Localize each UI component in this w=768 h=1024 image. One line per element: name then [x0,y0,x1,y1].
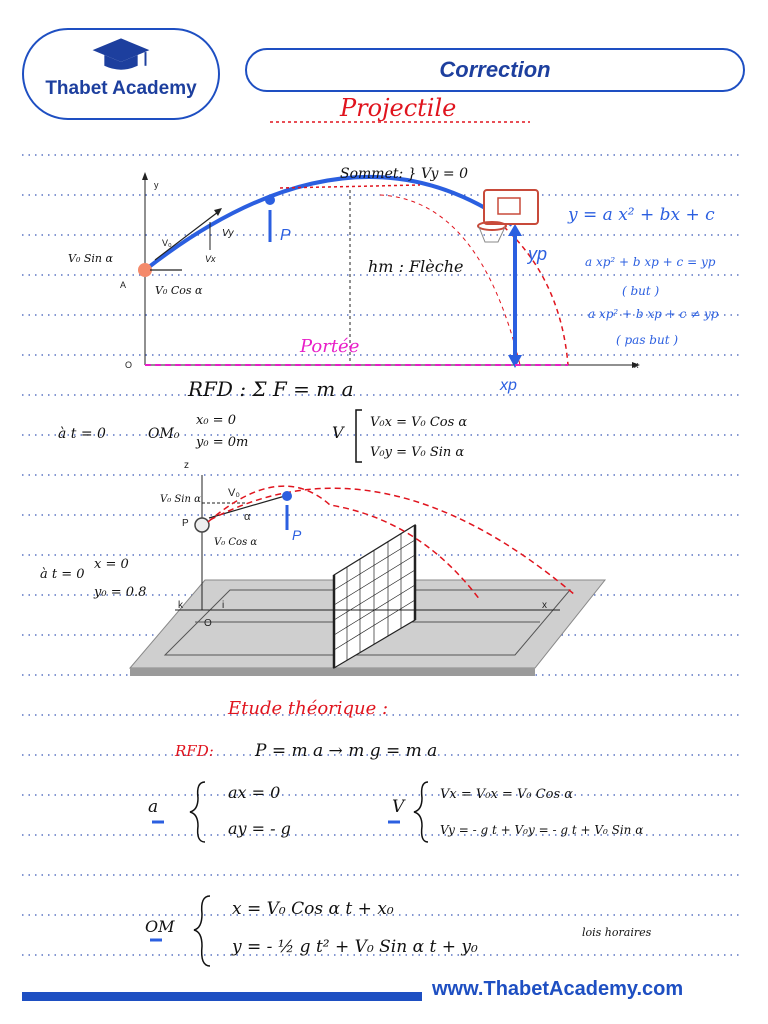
fig2-v0sin: V₀ Sin α [160,494,201,505]
label-vec-vy: Vy [222,228,234,239]
rfd2-eq: P = m a → m g = m a [254,741,437,761]
v0-label: V [332,423,345,442]
fig2-i: i [222,600,224,611]
v0x: V₀x = V₀ Cos α [370,415,467,430]
eq-cond1: a xp² + b xp + c = yp [585,255,716,269]
axis-x-label: x [634,360,639,370]
label-xp: xp [499,377,517,394]
horaire-note: lois horaires [582,926,652,939]
t0b-y: y₀ = 0.8 [93,585,146,600]
acc-label: a [148,797,158,817]
label-v0cosa: V₀ Cos α [155,284,203,297]
xt-eq: x = V₀ Cos α t + x₀ [232,899,394,919]
vy-eq: Vy = - g t + V₀y = - g t + V₀ Sin α [440,823,643,837]
heading-projectile: Projectile [339,94,456,122]
figure-trajectory: x y O A Sommet: } Vy = 0 V₀ Sin α V₀ Cos… [68,166,719,394]
fig2-x: x [542,600,547,611]
logo: Thabet Academy [22,28,220,120]
graduation-cap-icon [92,38,150,70]
label-yp: yp [526,244,547,264]
eq-cond1-note: ( but ) [622,284,660,298]
v0y: V₀y = V₀ Sin α [370,445,464,460]
footer-url[interactable]: www.ThabetAcademy.com [432,978,684,1000]
label-hm: hm : Flèche [368,257,463,276]
eq-cond2: a xp² + b xp + c ≠ yp [588,307,719,321]
rfd-sum: RFD : Σ F = m a [187,377,354,401]
basket-hoop-icon [477,189,539,243]
figure-court: z V₀ V₀ Sin α V₀ Cos α α P O i k x P [128,460,607,676]
origin-label: O [125,360,132,370]
page-title: Correction [439,57,551,82]
t0-label: à t = 0 [58,426,106,442]
ax-eq: ax = 0 [228,783,280,802]
fig2-k: k [178,600,184,611]
vx-eq: Vx = V₀x = V₀ Cos α [440,787,573,802]
vel-label: V [392,797,406,817]
title-banner: Correction [245,48,745,92]
label-sommet: Sommet: } Vy = 0 [340,166,468,182]
eq-parabola: y = a x² + bx + c [567,205,715,225]
label-vec-v0: V₀ [162,238,172,248]
yt-eq: y = - ½ g t² + V₀ Sin α t + y₀ [231,937,478,957]
logo-text: Thabet Academy [45,78,197,99]
om0-y: y₀ = 0m [195,435,248,450]
t0b-x: x = 0 [94,557,129,572]
etude-heading: Etude théorique : [227,698,388,719]
axis-y-label: y [154,180,159,190]
footer-bar [22,992,422,1001]
fig2-z: z [184,460,189,471]
fig2-o: O [204,618,212,629]
om-label: OM [145,917,175,936]
ay-eq: ay = - g [228,819,291,838]
fig2-alpha: α [244,511,251,523]
rfd2-label: RFD: [174,742,214,760]
om0-x: x₀ = 0 [196,413,236,428]
label-portee: Portée [299,336,359,357]
label-vec-vx: Vx [205,254,216,264]
om0-label: OM₀ [148,426,180,442]
label-vec-p: P [280,227,291,244]
t0b-label: à t = 0 [40,567,85,582]
fig2-v0: V₀ [228,487,240,499]
fig2-v0cos: V₀ Cos α [214,537,257,548]
label-v0sina: V₀ Sin α [68,252,113,265]
point-a-label: A [120,280,126,290]
fig2-p: P [182,518,189,529]
eq-cond2-note: ( pas but ) [616,333,678,347]
fig2-p-vec: P [292,527,302,543]
